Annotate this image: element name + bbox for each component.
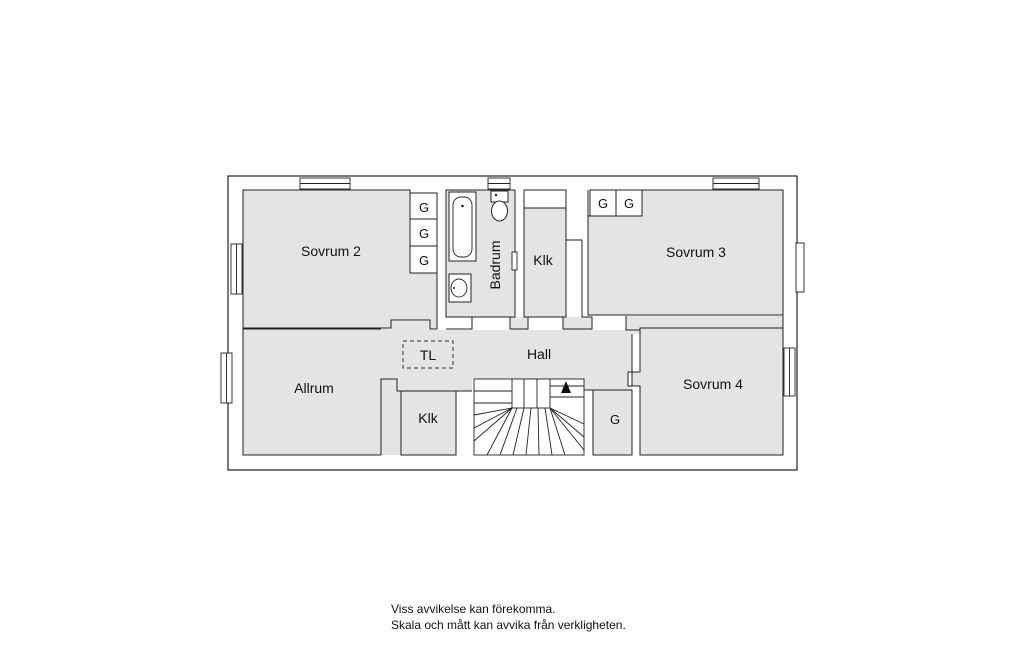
disclaimer-line-2: Skala och mått kan avvika från verklighe… <box>391 618 626 632</box>
wardrobe-label: G <box>419 200 429 215</box>
wardrobe-label: G <box>598 196 608 211</box>
interior-walls <box>242 189 784 456</box>
wardrobe-label: G <box>624 196 634 211</box>
room-label-badrum: Badrum <box>487 240 503 289</box>
wardrobe-label: G <box>419 226 429 241</box>
window-sovrum3-right <box>795 242 805 293</box>
wardrobe-box <box>409 245 438 274</box>
room-g-hall <box>592 389 633 456</box>
room-label-g-hall: G <box>610 412 620 427</box>
wardrobe-box <box>589 189 617 217</box>
wardrobes-sovrum-2: G G G <box>409 192 438 274</box>
room-label-hall: Hall <box>527 346 551 362</box>
wardrobe-box <box>409 192 438 220</box>
room-label-klk-upper: Klk <box>533 252 553 268</box>
attic-hatch <box>402 340 454 369</box>
disclaimer-line-1: Viss avvikelse kan förekomma. <box>391 602 556 616</box>
sink-icon <box>448 273 472 303</box>
wardrobe-label: G <box>419 253 429 268</box>
disclaimer: Viss avvikelse kan förekomma. Skala och … <box>391 601 626 633</box>
wardrobes-sovrum-3: G G <box>589 189 643 217</box>
room-sovrum-2 <box>242 189 438 330</box>
room-label-sovrum-3: Sovrum 3 <box>666 244 726 260</box>
wardrobe-box <box>409 218 438 247</box>
stair-direction-arrow-icon <box>561 381 571 393</box>
room-label-allrum: Allrum <box>294 380 334 396</box>
windows <box>220 177 805 404</box>
room-label-sovrum-4: Sovrum 4 <box>683 376 743 392</box>
room-label-klk-lower: Klk <box>418 410 438 426</box>
room-label-sovrum-2: Sovrum 2 <box>301 243 361 259</box>
room-label-tl: TL <box>420 347 437 363</box>
toilet-icon <box>490 190 509 222</box>
room-klk-lower <box>400 390 457 456</box>
wardrobe-box <box>615 189 643 217</box>
room-allrum <box>243 321 540 455</box>
window-klk-side <box>511 251 518 271</box>
bathtub-icon <box>448 191 477 262</box>
